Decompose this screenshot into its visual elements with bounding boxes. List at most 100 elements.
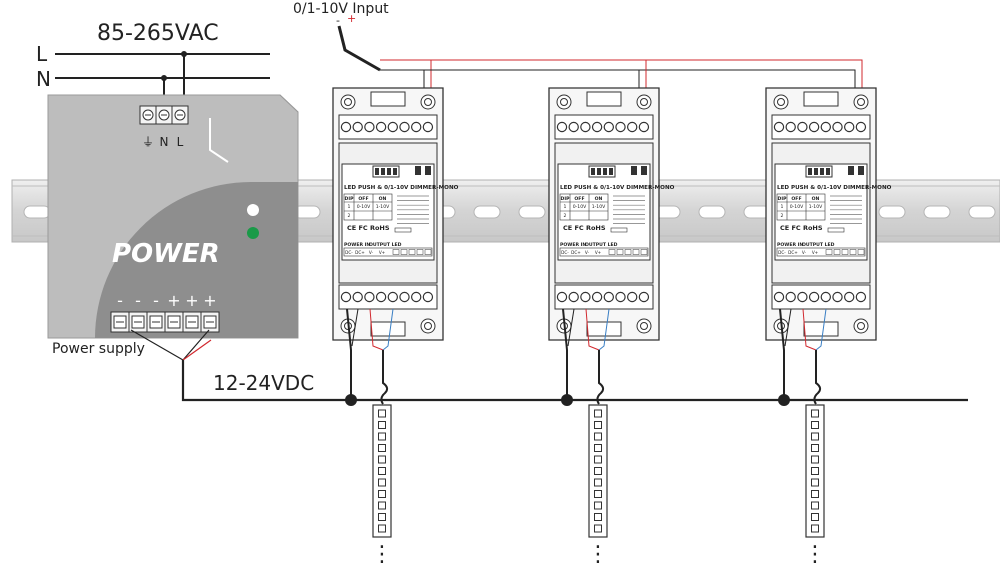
terminal-legend-box (833, 249, 841, 255)
dip-switch-lever (597, 168, 601, 175)
top-terminal-screw-icon (615, 121, 626, 133)
bottom-terminal-screw-icon (399, 291, 410, 303)
control-input-label: 0/1-10V Input (293, 1, 389, 17)
dip-switch-lever (820, 168, 824, 175)
top-terminal-screw-icon (375, 121, 387, 133)
bus-junction (345, 394, 357, 406)
bottom-terminal-screw-icon (340, 291, 352, 303)
dip-table-cell: 2 (348, 213, 351, 219)
terminal-legend-box (624, 249, 632, 255)
terminal-legend-box (608, 249, 616, 255)
dip-switch (588, 165, 616, 178)
led-chip-icon (811, 467, 819, 475)
cert-marks: CE FC RoHS (563, 224, 606, 232)
top-terminal-screw-icon (352, 121, 363, 133)
dimmer-top-tab (370, 91, 406, 107)
strip-continuation-mark: ⋮ (371, 542, 393, 564)
terminal-legend-box (416, 249, 424, 255)
dip-switch-lever (387, 168, 391, 175)
led-chip-icon (378, 490, 386, 498)
dc-wire-link (784, 308, 792, 347)
control-minus-mark: - (336, 14, 340, 27)
led-chip-icon (594, 432, 602, 441)
psu-output-polarity: + (185, 291, 198, 310)
dc-wire-link (567, 308, 575, 347)
rail-slot (698, 205, 726, 219)
psu-input-label: N (160, 135, 169, 149)
dip-switch-lever (808, 168, 812, 175)
psu-output-terminal (200, 311, 220, 333)
terminal-legend-label: DC- (561, 250, 569, 255)
dc-bus-wire (181, 360, 968, 402)
led-chip-icon (378, 444, 386, 452)
top-terminal-screw-icon (773, 121, 785, 133)
bottom-terminal-screw-icon (615, 291, 626, 303)
top-terminal-screw-icon (568, 121, 579, 133)
power-in-label: POWER IN (344, 242, 370, 248)
bottom-terminal-screw-icon (375, 291, 387, 303)
psu-output-terminal (182, 311, 202, 333)
led-chip-icon (378, 513, 386, 521)
psu-input-terminal-2 (155, 105, 173, 125)
dip-table (776, 193, 826, 221)
psu-output-terminal (110, 311, 130, 333)
push-button-icon (415, 166, 421, 175)
top-terminal-screw-icon (603, 121, 615, 133)
terminal-legend-box (424, 249, 432, 255)
bus-junction (561, 394, 573, 406)
psu-brand-text: POWER (112, 239, 220, 269)
psu-output-polarity: - (135, 291, 141, 310)
neutral-label: N (36, 67, 51, 91)
dc-negative-wire (346, 308, 352, 400)
top-terminal-screw-icon (820, 121, 832, 133)
ac-voltage-label: 85-265VAC (97, 21, 219, 46)
terminal-legend-label: V+ (595, 250, 602, 255)
led-chip-icon (378, 501, 386, 510)
dip-switch-lever (826, 168, 830, 175)
top-terminal-screw-icon (422, 121, 434, 133)
led-chip-icon (378, 432, 386, 441)
led-chip-icon (594, 421, 602, 429)
dip-table-header: DIP (345, 196, 355, 202)
terminal-legend-label: DC- (345, 250, 353, 255)
dip-table-header: ON (595, 196, 603, 202)
led-negative-wire (382, 308, 394, 351)
terminal-legend (559, 247, 649, 257)
led-chip-icon (594, 409, 602, 418)
led-chip-icon (594, 444, 602, 452)
top-terminal-screw-icon (580, 121, 591, 133)
terminal-legend-label: V- (585, 250, 590, 255)
psu-input-label: L (177, 135, 184, 149)
top-terminal-screw-icon (411, 121, 422, 133)
bottom-terminal-screw-icon (364, 291, 375, 303)
dimmer-title: LED PUSH & 0/1-10V DIMMER-MONO (560, 185, 675, 191)
psu-output-wires: 12-24VDC (130, 329, 968, 402)
psu-output-terminals: ---+++ (110, 291, 220, 333)
psu-caption: Power supply (52, 341, 145, 357)
led-strip-3: ⋮ (804, 404, 826, 567)
led-strip-2: ⋮ (587, 404, 609, 567)
dip-switch-lever (375, 168, 379, 175)
rail-slot (473, 205, 501, 219)
led-chip-icon (811, 432, 819, 441)
output-led-label: OUTPUT LED (802, 242, 835, 248)
dc-wire-link (351, 308, 359, 347)
bus-junction (778, 394, 790, 406)
bottom-terminal-screw-icon (352, 291, 363, 303)
dip-table-cell: 0-10V (790, 204, 804, 210)
bottom-terminal-screw-icon (855, 291, 867, 303)
top-terminal-screw-icon (785, 121, 796, 133)
bottom-terminal-screw-icon (568, 291, 579, 303)
bottom-terminal-screw-icon (627, 291, 638, 303)
led-indicator-icon (425, 166, 431, 175)
psu-output-polarity: - (117, 291, 123, 310)
led-feed-wire (596, 350, 605, 405)
dip-table-header: OFF (791, 196, 801, 202)
mount-hole-inner (857, 98, 865, 106)
led-chip-icon (594, 501, 602, 510)
dimmer-bottom-tab (586, 321, 622, 337)
led-chip-icon (594, 455, 602, 464)
push-button-icon (631, 166, 637, 175)
rail-slot (518, 205, 546, 219)
